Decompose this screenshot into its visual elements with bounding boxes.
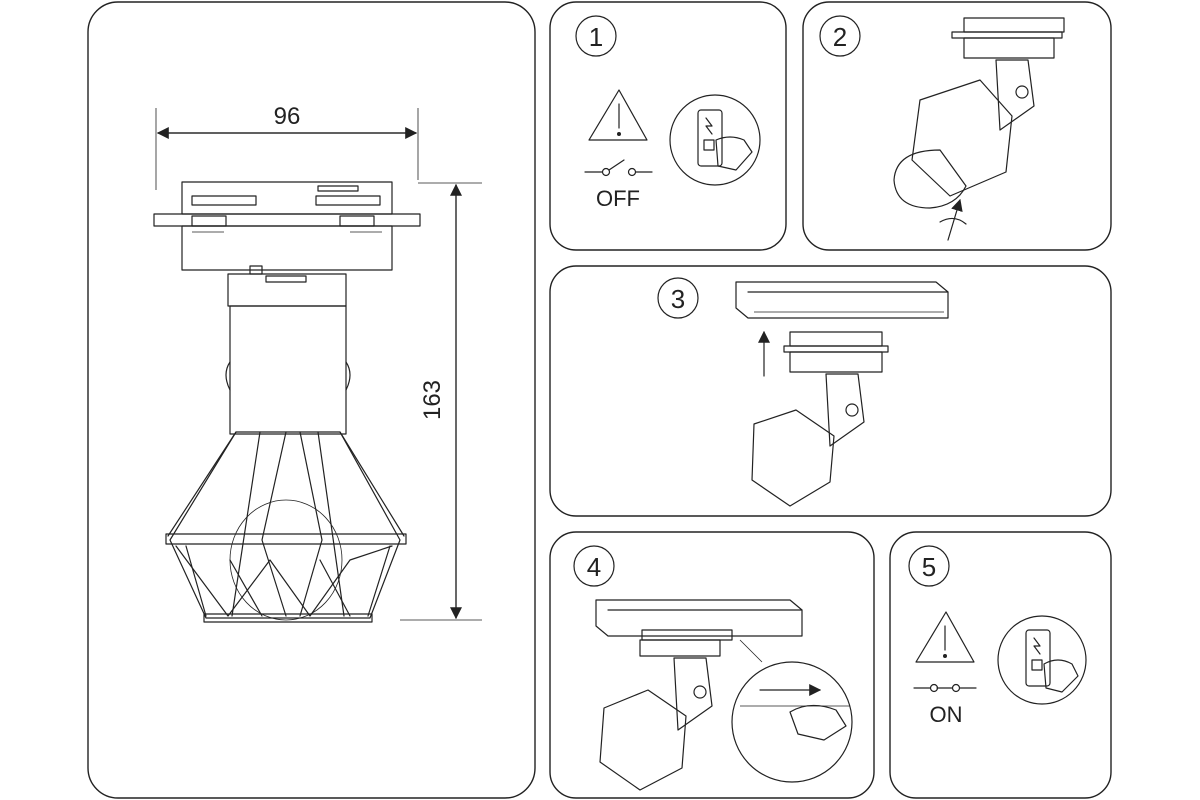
step-1-caption: OFF: [596, 186, 640, 211]
cage-lampshade: [165, 431, 407, 623]
switch-hand-icon: [997, 615, 1087, 705]
power-track: [735, 281, 949, 319]
warning-triangle-icon: [588, 89, 648, 141]
lamp-holder: [225, 265, 351, 435]
dimension-panel: 96 163: [87, 1, 536, 799]
cage-lampshade: [911, 79, 1013, 197]
warning-triangle-icon: [915, 611, 975, 663]
track-adapter: [639, 629, 733, 657]
step-1-panel: 1 OFF: [549, 1, 787, 251]
step-4-number: 4: [587, 552, 601, 582]
track-adapter: [153, 181, 421, 271]
detail-magnifier: [731, 639, 853, 783]
step-3-panel: 3: [549, 265, 1112, 517]
width-dimension: 96: [155, 103, 419, 190]
cage-lampshade: [599, 689, 687, 791]
width-dimension-label: 96: [274, 103, 301, 130]
step-5-number: 5: [922, 552, 936, 582]
track-adapter: [951, 17, 1065, 59]
circuit-switch-icon: [913, 683, 977, 693]
track-adapter: [783, 331, 889, 373]
lamp-holder: [995, 59, 1035, 131]
step-2-panel: 2: [802, 1, 1112, 251]
step-5-panel: 5 ON: [889, 531, 1112, 799]
height-dimension-label: 163: [419, 380, 446, 420]
cage-lampshade: [751, 409, 835, 507]
circuit-switch-icon: [584, 159, 653, 177]
step-number-badge: [575, 15, 617, 57]
rotate-arrow-icon: [939, 198, 967, 241]
step-3-number: 3: [671, 284, 685, 314]
lamp-holder: [825, 373, 865, 447]
height-dimension: 163: [400, 182, 482, 621]
step-4-panel: 4: [549, 531, 875, 799]
lamp-holder: [673, 657, 713, 731]
step-1-number: 1: [589, 22, 603, 52]
step-2-number: 2: [833, 22, 847, 52]
step-5-caption: ON: [930, 702, 963, 727]
power-track: [595, 599, 803, 637]
switch-hand-icon: [669, 94, 761, 186]
